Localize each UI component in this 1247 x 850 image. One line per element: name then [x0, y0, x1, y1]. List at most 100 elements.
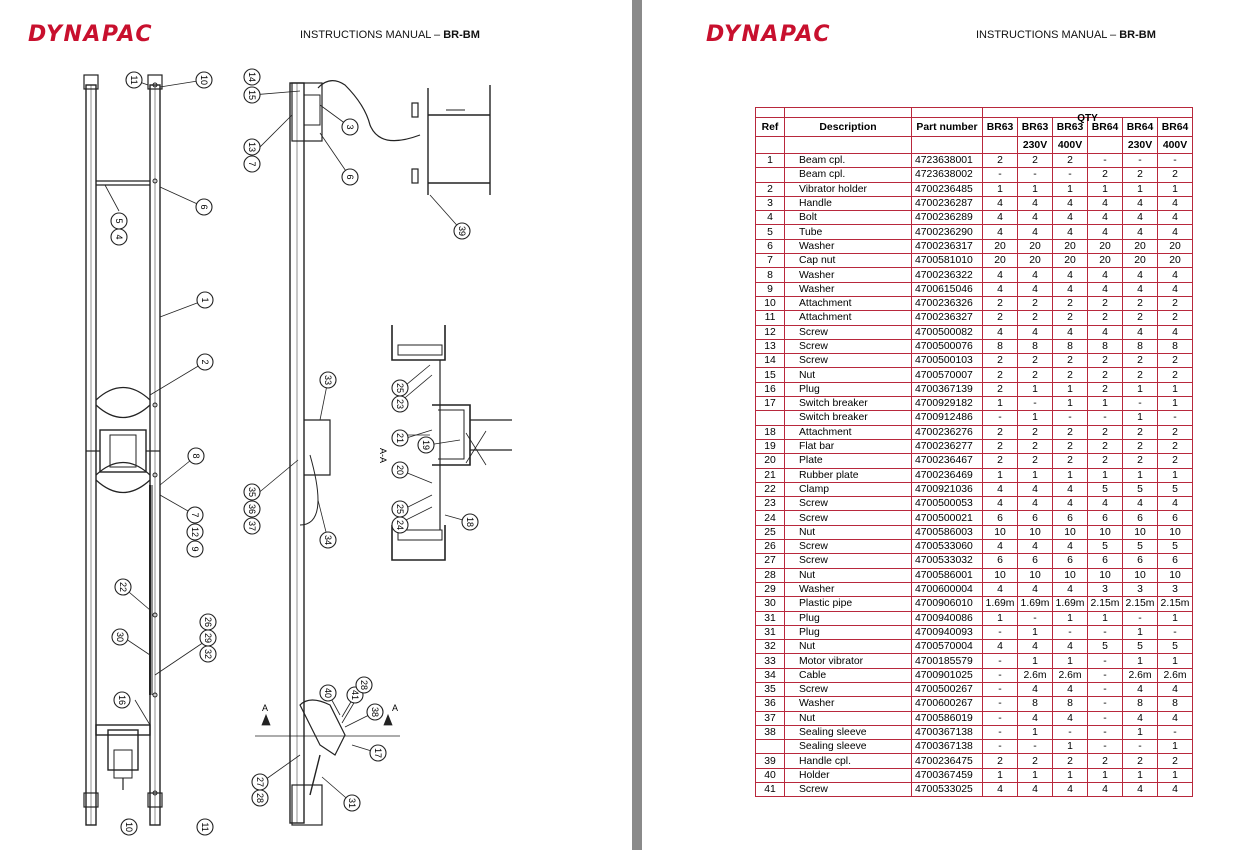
cell-part-number: 4700586019 [911, 710, 983, 726]
cell-quantity: 5 [1122, 539, 1158, 555]
cell-quantity: - [982, 410, 1018, 426]
cell-quantity: 2 [1017, 424, 1053, 440]
callout-balloon: 17 [369, 744, 387, 762]
callout-balloon: 27 [251, 773, 269, 791]
cell-description: Screw [784, 782, 912, 798]
cell-description: Plate [784, 453, 912, 469]
cell-quantity: 8 [1017, 696, 1053, 712]
cell-quantity: 2 [1087, 753, 1123, 769]
cell-ref: 31 [755, 610, 785, 626]
cell-quantity: 4 [1122, 210, 1158, 226]
cell-quantity: 2 [982, 353, 1018, 369]
cell-quantity: 1 [1052, 767, 1088, 784]
callout-balloon: 14 [243, 68, 261, 86]
cell-part-number: 4700570004 [911, 639, 983, 655]
callout-circle [243, 155, 261, 173]
drawing-stroke [152, 402, 158, 408]
cell-description: Beam cpl. [784, 167, 912, 183]
cell-quantity: 4 [1122, 782, 1158, 798]
callout-balloon: 6 [341, 168, 359, 186]
cell-quantity: 4 [982, 481, 1018, 498]
callout-label: 15 [247, 90, 257, 100]
cell-quantity: 4 [1017, 496, 1053, 512]
cell-part-number: 4700236289 [911, 210, 983, 226]
cell-quantity: 4 [1052, 581, 1088, 598]
cell-description: Cap nut [784, 253, 912, 269]
column-header-part-number: Part number [911, 117, 983, 137]
callout-circle [417, 436, 435, 454]
cell-description: Nut [784, 524, 912, 541]
cell-part-number: 4700500082 [911, 324, 983, 340]
cell-part-number: 4700921036 [911, 481, 983, 498]
cell-description: Washer [784, 238, 912, 255]
cell-quantity: 4 [982, 496, 1018, 512]
drawing-stroke [299, 454, 319, 526]
callout-label: 6 [199, 204, 209, 209]
cell-quantity: 4 [1087, 267, 1123, 283]
cell-description: Bolt [784, 210, 912, 226]
drawing-stroke [152, 472, 158, 478]
cell-part-number: 4700533060 [911, 539, 983, 555]
cell-quantity: 2 [1157, 167, 1193, 183]
cell-quantity: 1 [1122, 767, 1158, 784]
cell-quantity: 4 [1017, 782, 1053, 798]
callout-circle [111, 628, 129, 646]
callout-circle [369, 744, 387, 762]
cell-ref: 34 [755, 667, 785, 683]
cell-quantity: 4 [1122, 195, 1158, 212]
cell-quantity: 4 [1122, 496, 1158, 512]
cell-quantity: 4 [1052, 681, 1088, 698]
cell-quantity: 4 [1122, 267, 1158, 283]
cell-description: Handle [784, 195, 912, 212]
cell-quantity: 2 [1122, 453, 1158, 469]
drawing-stroke [83, 792, 99, 808]
callout-circle [391, 429, 409, 447]
callout-circle [186, 506, 204, 524]
drawing-stroke [391, 325, 446, 361]
callout-label: 1 [200, 297, 210, 302]
cell-quantity: 4 [1157, 710, 1193, 726]
callout-circle [355, 676, 373, 694]
cell-quantity: 1 [1087, 181, 1123, 197]
callout-circle [243, 86, 261, 104]
cell-description: Attachment [784, 295, 912, 312]
cell-part-number: 4700500021 [911, 510, 983, 526]
callout-label: 22 [118, 582, 128, 592]
callout-circle [391, 461, 409, 479]
cell-quantity: 4 [982, 267, 1018, 283]
cell-description: Sealing sleeve [784, 724, 912, 741]
cell-description: Holder [784, 767, 912, 784]
cell-quantity: - [1157, 724, 1193, 741]
callout-label: 2 [200, 359, 210, 364]
cell-part-number: 4700615046 [911, 281, 983, 297]
cell-quantity: 2.6m [1122, 667, 1158, 683]
cell-quantity: 1 [1157, 767, 1193, 784]
cell-quantity: 1.69m [1017, 596, 1053, 612]
cell-quantity: 4 [1052, 481, 1088, 498]
cell-quantity: 2 [982, 152, 1018, 169]
header-prefix: INSTRUCTIONS MANUAL – [300, 29, 444, 41]
cell-quantity: 2 [1017, 310, 1053, 326]
callout-label: 25 [395, 504, 405, 514]
cell-quantity: 4 [1017, 224, 1053, 240]
callout-label: 9 [190, 546, 200, 551]
cell-quantity: 4 [1157, 224, 1193, 240]
cell-quantity: 20 [1157, 238, 1193, 255]
callout-balloon: 23 [391, 395, 409, 413]
callout-circle [461, 513, 479, 531]
callout-label: 37 [247, 521, 257, 531]
manual-header: INSTRUCTIONS MANUAL – BR-BM [976, 29, 1156, 41]
cell-ref: 11 [755, 310, 785, 326]
dynapac-logo: DYNAPAC [28, 22, 154, 47]
cell-part-number: 4700367459 [911, 767, 983, 784]
callout-circle [251, 789, 269, 807]
cell-quantity: 4 [1052, 710, 1088, 726]
